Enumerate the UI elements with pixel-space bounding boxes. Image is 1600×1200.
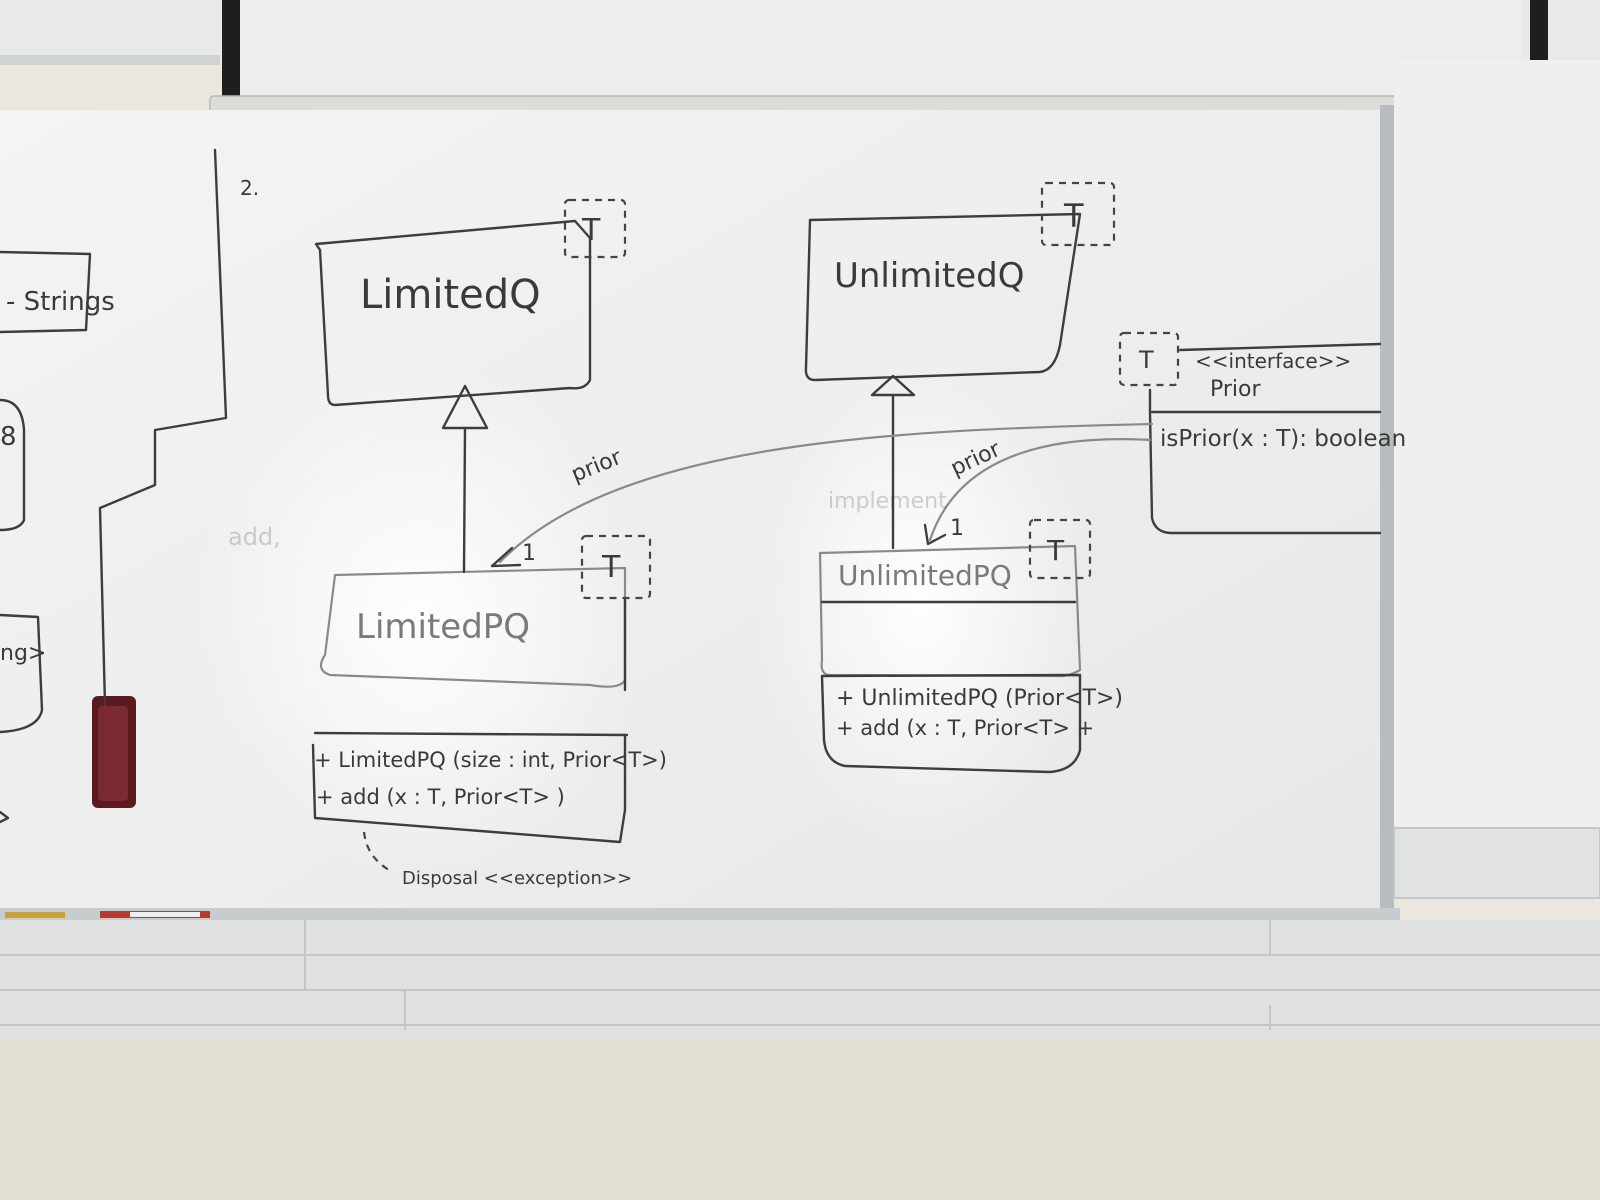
generic-param-box	[1040, 181, 1116, 247]
left-fragment-text: - Strings	[6, 287, 115, 317]
class-operation: + LimitedPQ (size : int, Prior<T>)	[314, 748, 667, 772]
generic-param-box	[1118, 331, 1180, 387]
generic-param-label: T	[601, 550, 621, 585]
class-operation: + add (x : T, Prior<T> )	[316, 785, 565, 809]
wall-lower	[0, 1040, 1600, 1200]
interface-stereotype: <<interface>>	[1195, 349, 1351, 373]
generalization-limitedpq-to-limitedq	[441, 384, 489, 574]
generalization-unlimitedpq-to-unlimitedq	[870, 374, 916, 550]
left-fragment-text-3: ng>	[0, 641, 46, 666]
class-name: LimitedQ	[360, 272, 541, 318]
interface-prior: T <<interface>> Prior isPrior(x : T): bo…	[1118, 331, 1406, 535]
class-limitedq: T LimitedQ	[314, 198, 627, 407]
ghost-text: add,	[228, 523, 281, 551]
left-edge-drawings: - Strings 8 ng>	[0, 148, 228, 824]
class-unlimitedq: T UnlimitedQ	[804, 181, 1116, 382]
class-unlimitedpq: T UnlimitedPQ + UnlimitedPQ (Prior<T>) +…	[818, 518, 1123, 774]
generic-param-box	[580, 534, 652, 600]
class-name: UnlimitedPQ	[838, 559, 1012, 592]
class-name: LimitedPQ	[356, 607, 530, 647]
eraser	[92, 696, 136, 808]
marker-tray	[0, 908, 1400, 920]
class-limitedpq: T LimitedPQ + LimitedPQ (size : int, Pri…	[311, 534, 667, 844]
class-operation: + add (x : T, Prior<T> +	[836, 716, 1094, 740]
diagram-number: 2.	[240, 176, 259, 200]
interface-operation: isPrior(x : T): boolean	[1160, 426, 1406, 452]
generic-param-label: T	[1063, 197, 1084, 235]
class-operation: + UnlimitedPQ (Prior<T>)	[836, 686, 1123, 711]
exception-dependency: Disposal <<exception>>	[362, 831, 632, 889]
association-multiplicity: 1	[522, 541, 536, 566]
ghost-text: implement	[828, 489, 947, 514]
interface-name: Prior	[1210, 377, 1261, 402]
association-multiplicity: 1	[950, 516, 964, 541]
class-name: UnlimitedQ	[834, 256, 1025, 296]
generic-param-label: T	[1046, 534, 1065, 567]
exception-note: Disposal <<exception>>	[402, 868, 632, 889]
whiteboard	[0, 110, 1392, 910]
generic-param-box	[563, 198, 627, 259]
generic-param-label: T	[581, 213, 601, 248]
generic-param-box	[1028, 518, 1092, 580]
generic-param-label: T	[1138, 346, 1154, 374]
erased-ghost-text: add, implement	[228, 489, 947, 551]
left-fragment-text-2: 8	[0, 422, 17, 452]
